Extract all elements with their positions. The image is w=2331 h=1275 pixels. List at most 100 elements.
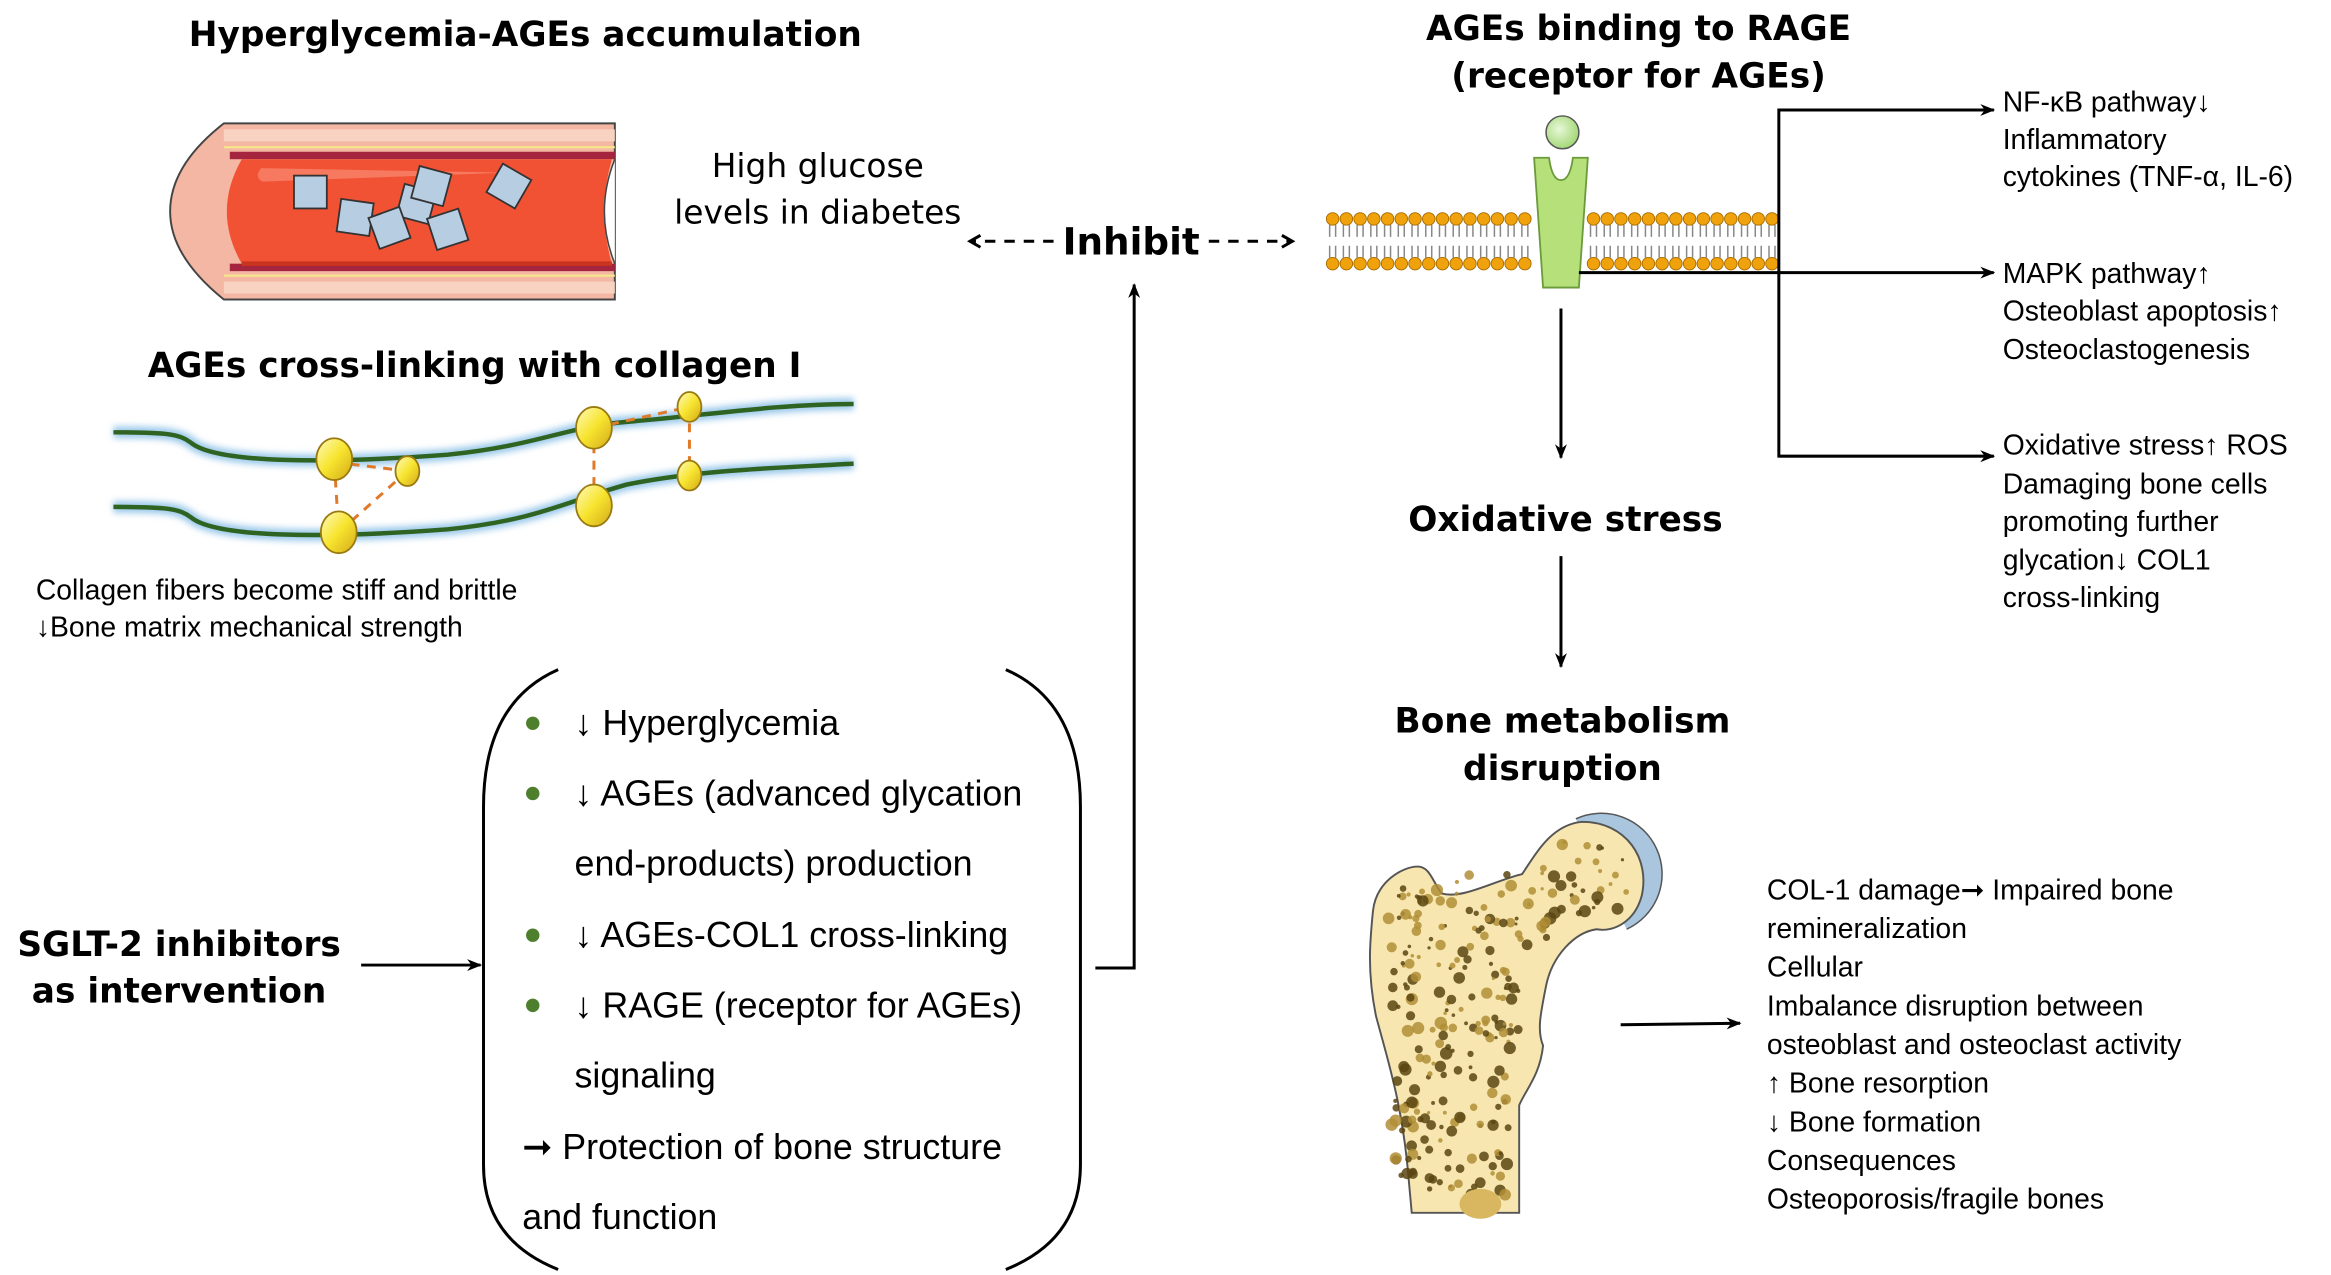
bone-outcome-line: remineralization — [1767, 913, 1967, 945]
lipid-tail — [1672, 224, 1680, 237]
bullet-dot — [526, 786, 540, 801]
bone-spot — [1555, 880, 1567, 892]
bone-spot — [1413, 921, 1422, 930]
pathway-ros-line4: glycation↓ COL1 — [2003, 545, 2211, 577]
bone-spot — [1578, 905, 1591, 918]
lipid-head — [1408, 212, 1422, 226]
lipid-tail — [1328, 245, 1337, 258]
lipid-tail — [1740, 245, 1749, 258]
lipid-tail — [1397, 224, 1406, 237]
bone-outcome-line: Cellular — [1767, 952, 1863, 984]
lipid-head — [1504, 256, 1518, 271]
bone-spot — [1500, 1157, 1514, 1171]
lipid-tail — [1685, 224, 1694, 237]
box-to-inhibit-arrow — [1095, 283, 1141, 970]
bullet-dot — [526, 928, 540, 942]
lipid-tail — [1727, 245, 1735, 258]
lipid-tail — [1411, 224, 1419, 237]
bone-spot — [1462, 964, 1468, 970]
bone-outcome-line: Osteoporosis/fragile bones — [1767, 1184, 2104, 1216]
bone-spot — [1465, 906, 1474, 915]
cell-membrane — [1325, 212, 1779, 271]
bone-spot — [1438, 1138, 1443, 1143]
bone-spot — [1505, 879, 1517, 892]
lipid-head — [1353, 256, 1367, 271]
lipid-head — [1696, 212, 1711, 226]
bone-spot — [1389, 1114, 1402, 1127]
lipid-head — [1435, 256, 1450, 271]
lipid-head — [1627, 212, 1642, 226]
bullet-2-line1: ↓ AGEs (advanced glycation — [575, 773, 1023, 813]
bone-spot — [1431, 1061, 1436, 1066]
crosslink-title: AGEs cross-linking with collagen I — [148, 346, 802, 386]
bone-spot — [1443, 1011, 1447, 1016]
lipid-tail — [1617, 245, 1625, 258]
bone-spot — [1439, 1047, 1453, 1060]
bone-spot — [1514, 930, 1523, 939]
lipid-head — [1504, 212, 1518, 226]
bone-outcome-line: ↓ Bone formation — [1767, 1106, 1981, 1138]
collagen-note-1: Collagen fibers become stiff and brittle — [36, 574, 518, 606]
lipid-tail — [1411, 245, 1419, 258]
bone-spot — [1470, 1183, 1478, 1191]
lipid-tail — [1493, 245, 1502, 258]
lipid-tail — [1754, 224, 1762, 237]
blood-vessel-illustration — [169, 122, 616, 301]
bullet-4-line2: signaling — [575, 1055, 716, 1095]
pathway-mapk: MAPK pathway↑ Osteoblast apoptosis↑ Oste… — [2003, 258, 2282, 366]
bone-spot — [1420, 1135, 1429, 1144]
bone-spot — [1504, 1124, 1512, 1132]
bone-spot — [1468, 993, 1476, 1001]
pathway-ros-line2: Damaging bone cells — [2003, 468, 2268, 500]
bone-spot — [1402, 950, 1409, 956]
bone-spot — [1499, 966, 1507, 974]
pathway-mapk-line3: Osteoclastogenesis — [2003, 334, 2250, 366]
bone-spot — [1444, 1008, 1449, 1013]
bullet-1: ↓ Hyperglycemia — [575, 703, 840, 743]
bone-spot — [1398, 1061, 1410, 1073]
bone-spot — [1479, 1151, 1489, 1162]
bone-spot — [1438, 923, 1446, 931]
lipid-head — [1339, 212, 1354, 226]
bone-spot — [1417, 1155, 1422, 1161]
bone-spot — [1505, 993, 1518, 1005]
bone-spot — [1491, 977, 1495, 981]
bone-spot — [1413, 1108, 1421, 1115]
pathway-ros-line1: Oxidative stress↑ ROS — [2003, 430, 2288, 462]
lipid-head — [1669, 256, 1683, 271]
bone-spot — [1431, 1101, 1436, 1105]
bone-spot — [1495, 994, 1501, 1000]
bone-spot — [1406, 1096, 1418, 1109]
lipid-tail — [1589, 224, 1598, 237]
lipid-head — [1353, 212, 1367, 226]
bone-spot — [1407, 944, 1412, 949]
lipid-tail — [1507, 245, 1515, 258]
bone-spot — [1458, 1006, 1464, 1012]
bone-spot — [1428, 936, 1434, 942]
lipid-tail — [1754, 245, 1762, 258]
lipid-head — [1600, 212, 1614, 226]
bone-spot — [1392, 1104, 1400, 1112]
bone-spot — [1481, 1015, 1491, 1025]
bone-spot — [1521, 939, 1533, 951]
intervention-bullets: ↓ Hyperglycemia ↓ AGEs (advanced glycati… — [522, 703, 1022, 1237]
bone-spot — [1591, 891, 1604, 904]
bone-spot — [1464, 1021, 1468, 1026]
bone-spot — [1399, 885, 1407, 892]
bone-spot — [1499, 1188, 1511, 1201]
bone-spot — [1435, 896, 1446, 906]
rage-title-line1: AGEs binding to RAGE — [1426, 9, 1851, 49]
lipid-head — [1463, 212, 1477, 226]
lipid-head — [1367, 256, 1381, 271]
lipid-head — [1614, 256, 1628, 271]
pathway-ros-line3: promoting further — [2003, 506, 2219, 538]
lipid-tail — [1383, 245, 1392, 258]
lipid-tail — [1466, 245, 1474, 258]
bone-spot — [1392, 1076, 1403, 1086]
bone-outcome-line: Consequences — [1767, 1145, 1956, 1177]
lipid-head — [1408, 256, 1422, 271]
bone-spot — [1453, 1065, 1463, 1075]
bone-spot — [1467, 1050, 1474, 1057]
bone-spot — [1556, 838, 1568, 851]
bone-spot — [1427, 946, 1431, 950]
